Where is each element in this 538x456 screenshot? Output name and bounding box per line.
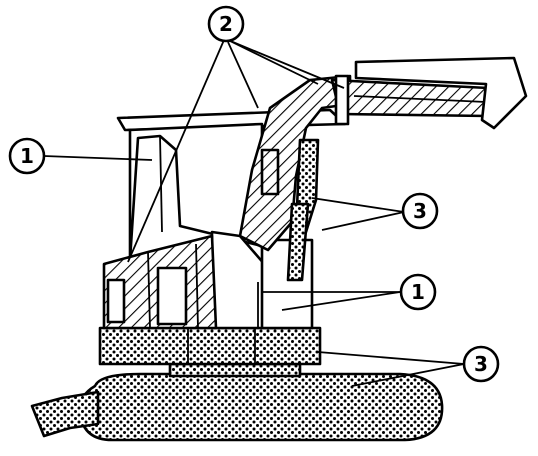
boom-cylinder bbox=[286, 138, 320, 282]
counterweight bbox=[102, 234, 218, 330]
callout-2-text: 2 bbox=[219, 12, 233, 36]
bucket bbox=[354, 56, 528, 130]
callout-3-upper-text: 3 bbox=[413, 199, 427, 223]
undercarriage-frame bbox=[98, 326, 322, 366]
upper-body bbox=[210, 230, 314, 330]
dozer-blade bbox=[30, 390, 100, 438]
leader-lines bbox=[43, 39, 465, 387]
callout-1-upper: 1 bbox=[8, 137, 46, 175]
crawler-track bbox=[78, 362, 444, 442]
callout-3-lower: 3 bbox=[462, 345, 500, 383]
callout-3-lower-text: 3 bbox=[474, 352, 488, 376]
callout-1-upper-text: 1 bbox=[20, 144, 34, 168]
callout-1-lower: 1 bbox=[399, 273, 437, 311]
callout-1-lower-text: 1 bbox=[411, 280, 425, 304]
callout-3-upper: 3 bbox=[401, 192, 439, 230]
callout-2: 2 bbox=[207, 5, 245, 43]
